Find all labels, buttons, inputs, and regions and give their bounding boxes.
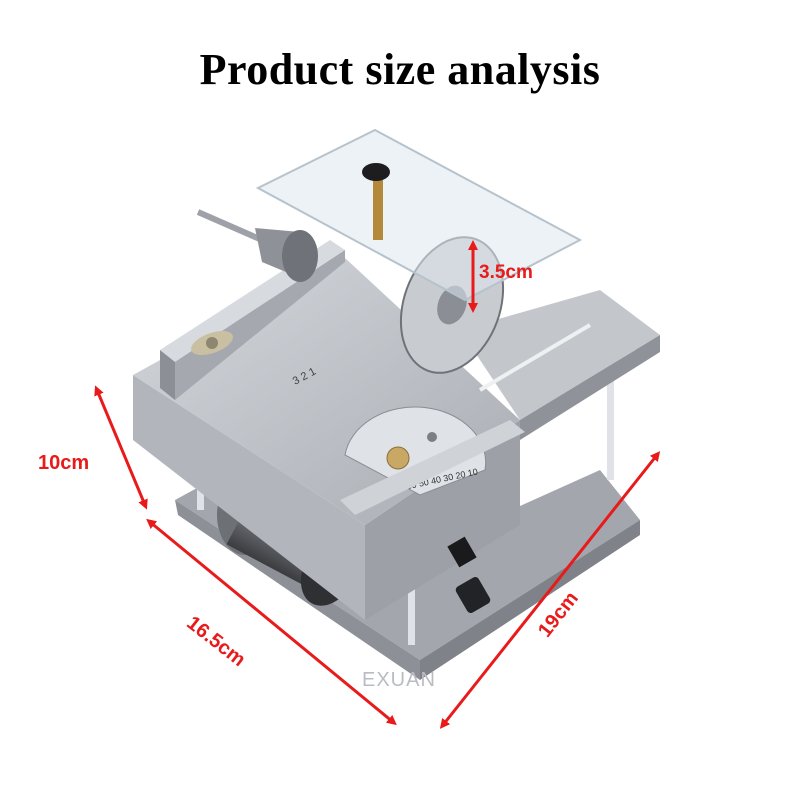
leg bbox=[607, 370, 614, 480]
height-label: 10cm bbox=[38, 452, 90, 474]
page-title: Product size analysis bbox=[199, 45, 601, 94]
guard-knob bbox=[362, 163, 390, 181]
side-rail bbox=[460, 290, 660, 420]
blade-height-label: 3.5cm bbox=[479, 262, 533, 283]
height-arrow bbox=[94, 385, 148, 510]
miter-knob bbox=[386, 446, 410, 470]
watermark: EXUAN bbox=[362, 669, 436, 691]
blade-guard bbox=[255, 128, 583, 302]
guard-post bbox=[373, 180, 383, 240]
drill-chuck bbox=[196, 209, 318, 282]
leg bbox=[408, 560, 415, 645]
depth-arrow bbox=[439, 451, 661, 729]
wing-nut bbox=[191, 330, 233, 356]
width-arrow bbox=[146, 518, 397, 726]
